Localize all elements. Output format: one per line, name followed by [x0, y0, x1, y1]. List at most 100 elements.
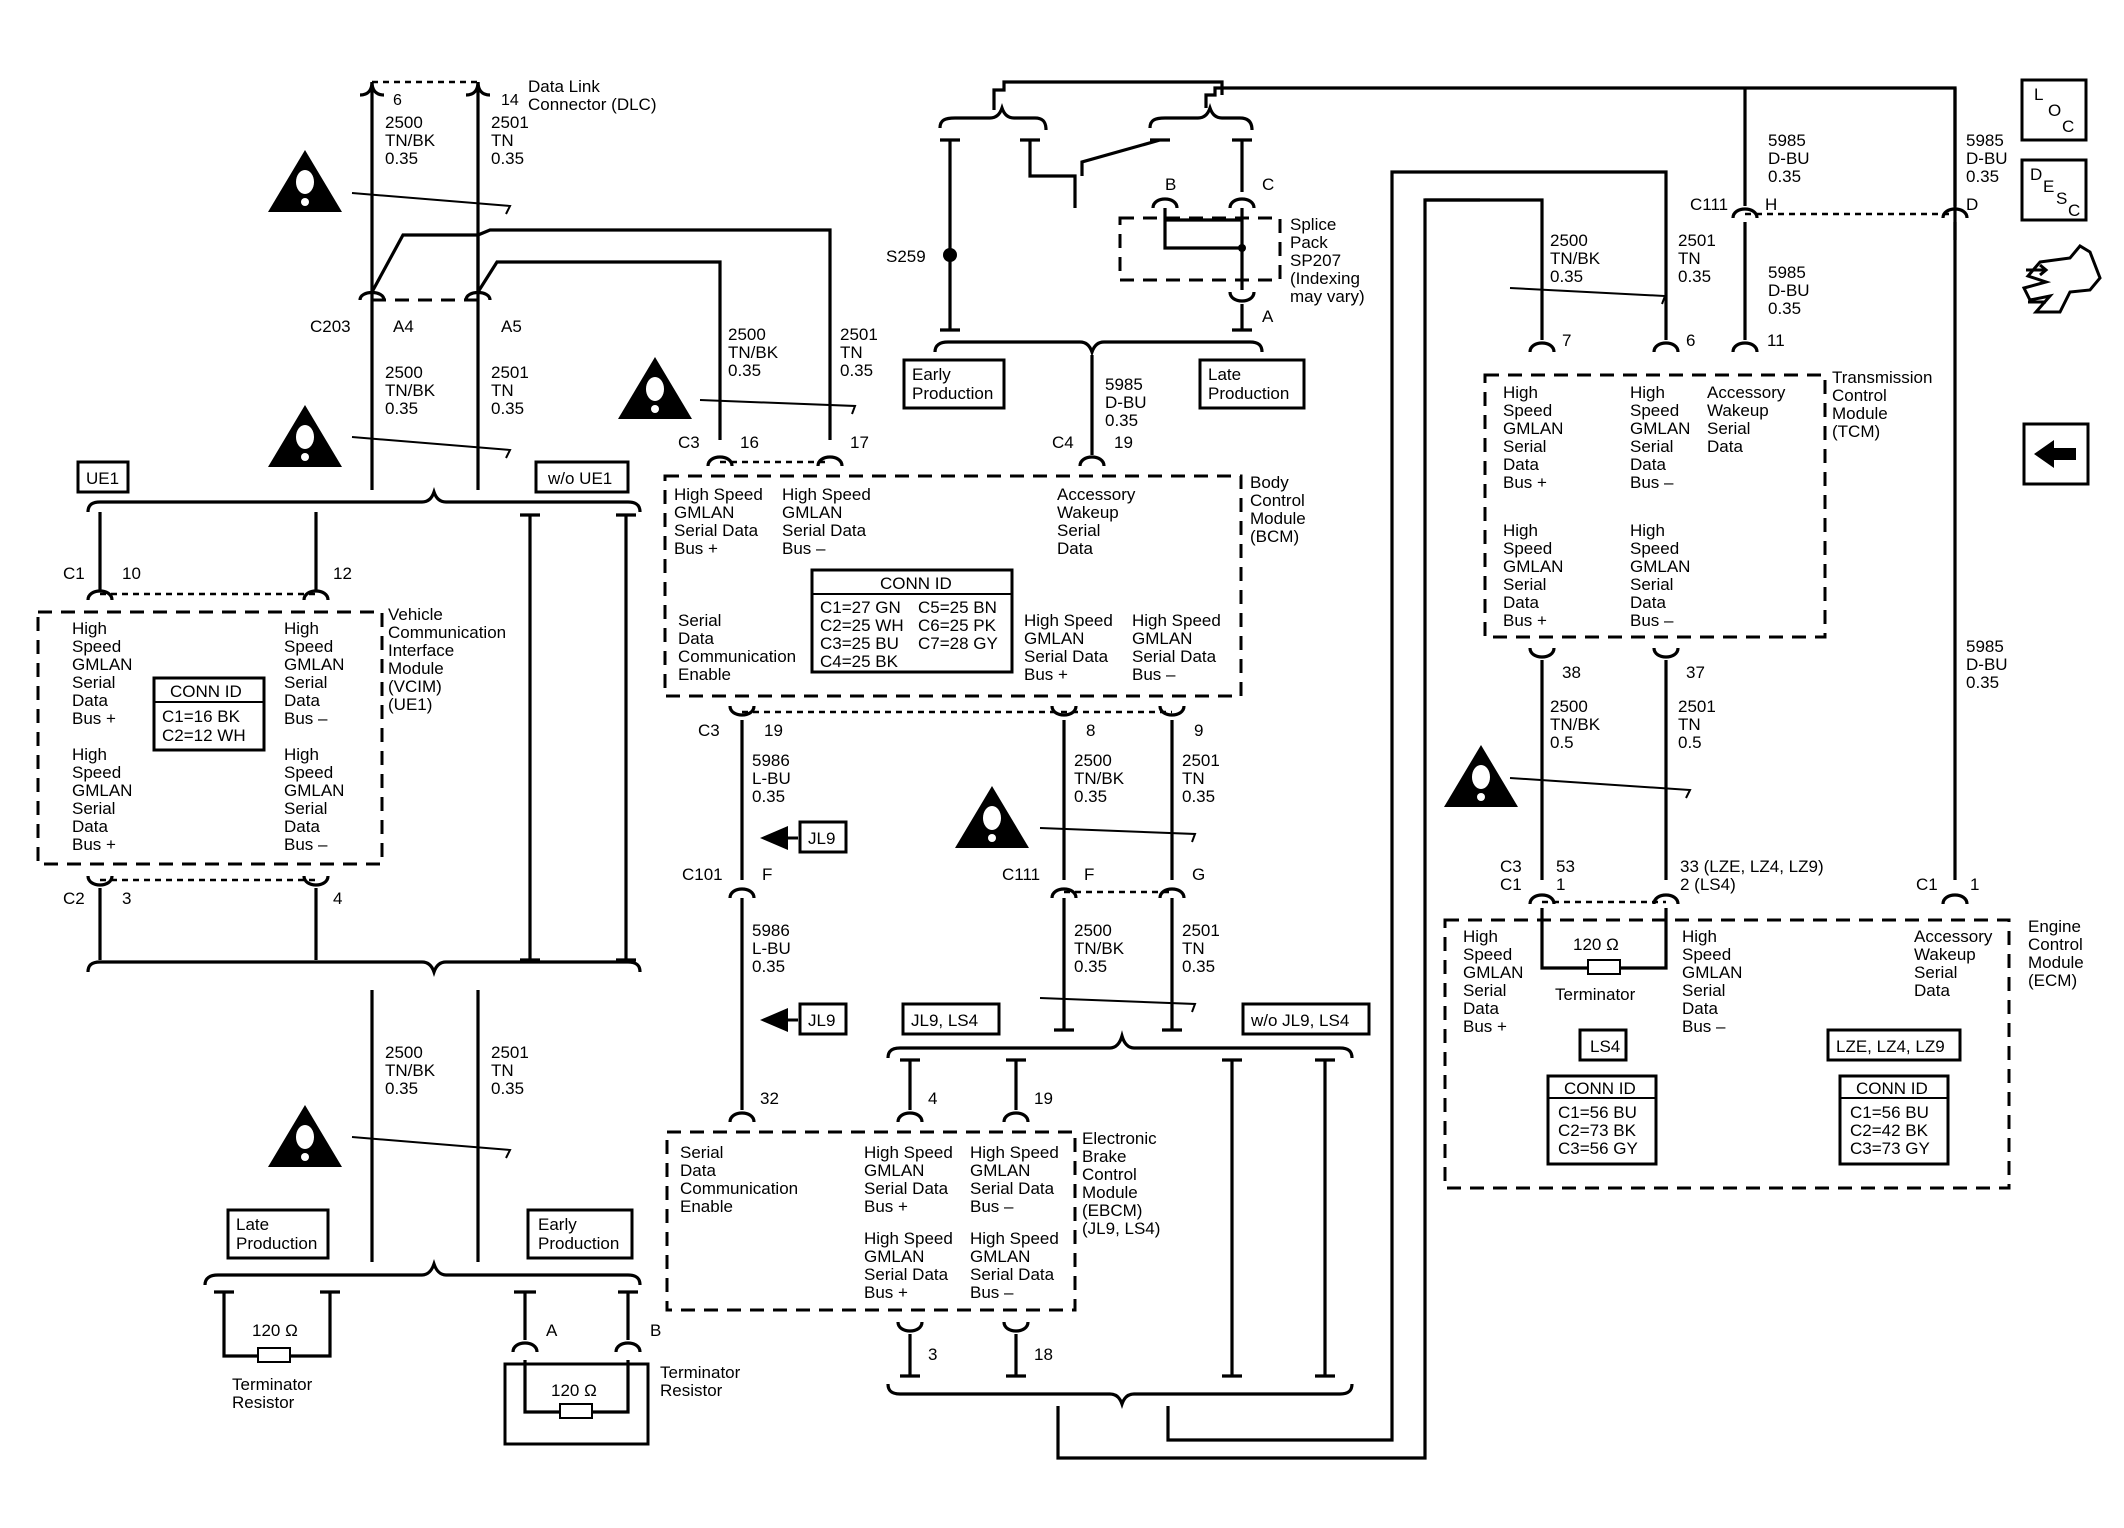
svg-text:Bus +: Bus + [1024, 665, 1068, 684]
svg-text:CONN ID: CONN ID [1564, 1079, 1636, 1098]
svg-text:Control: Control [1082, 1165, 1137, 1184]
caution-icon [268, 150, 342, 212]
ecm-conn-id-lze: CONN ID C1=56 BU C2=42 BK C3=73 GY [1838, 1074, 1950, 1166]
svg-text:5985: 5985 [1768, 131, 1806, 150]
svg-text:0.35: 0.35 [752, 957, 785, 976]
svg-text:TN: TN [491, 381, 514, 400]
svg-text:Communication: Communication [678, 647, 796, 666]
svg-text:C1: C1 [1500, 875, 1522, 894]
svg-text:2500: 2500 [1074, 751, 1112, 770]
svg-text:Serial: Serial [1914, 963, 1957, 982]
svg-text:Production: Production [236, 1234, 317, 1253]
svg-text:Bus +: Bus + [864, 1283, 908, 1302]
svg-text:Data: Data [1707, 437, 1743, 456]
c203-label: C203 [310, 317, 351, 336]
svg-text:0.35: 0.35 [385, 149, 418, 168]
svg-text:Control: Control [1832, 386, 1887, 405]
svg-text:D: D [1966, 195, 1978, 214]
svg-text:GMLAN: GMLAN [1503, 557, 1563, 576]
svg-text:Serial: Serial [284, 673, 327, 692]
svg-text:2501: 2501 [491, 1043, 529, 1062]
svg-text:Wakeup: Wakeup [1707, 401, 1769, 420]
description-view-button[interactable]: D E S C [2020, 158, 2088, 222]
svg-text:Bus +: Bus + [72, 835, 116, 854]
svg-text:5985: 5985 [1966, 131, 2004, 150]
svg-text:2501: 2501 [1678, 231, 1716, 250]
svg-text:C1=16 BK: C1=16 BK [162, 707, 241, 726]
svg-text:2501: 2501 [491, 113, 529, 132]
svg-text:Bus –: Bus – [970, 1197, 1014, 1216]
svg-text:High: High [1463, 927, 1498, 946]
svg-text:C3: C3 [678, 433, 700, 452]
svg-text:2500: 2500 [1074, 921, 1112, 940]
svg-text:Serial: Serial [72, 673, 115, 692]
svg-text:18: 18 [1034, 1345, 1053, 1364]
ebcm-title: Electronic Brake Control Module (EBCM) (… [1082, 1129, 1160, 1238]
connector-end-view-icon[interactable] [2021, 244, 2102, 314]
svg-text:Data: Data [1630, 593, 1666, 612]
svg-text:Speed: Speed [1503, 539, 1552, 558]
svg-text:GMLAN: GMLAN [72, 781, 132, 800]
location-view-button[interactable]: L O C [2020, 78, 2088, 142]
svg-text:C7=28 GY: C7=28 GY [918, 634, 998, 653]
svg-text:Serial Data: Serial Data [674, 521, 759, 540]
svg-text:9: 9 [1194, 721, 1203, 740]
svg-text:C4: C4 [1052, 433, 1074, 452]
svg-text:Control: Control [2028, 935, 2083, 954]
svg-text:Engine: Engine [2028, 917, 2081, 936]
svg-text:Serial: Serial [1630, 437, 1673, 456]
svg-text:Speed: Speed [1463, 945, 1512, 964]
serial-enable-circuit: 5986 L-BU 0.35 JL9 C101 F 5986 L-BU 0.35… [682, 720, 848, 1110]
svg-text:0.5: 0.5 [1550, 733, 1574, 752]
svg-text:8: 8 [1086, 721, 1095, 740]
svg-text:Data: Data [1630, 455, 1666, 474]
svg-text:2500: 2500 [1550, 231, 1588, 250]
svg-text:Enable: Enable [680, 1197, 733, 1216]
svg-text:0.35: 0.35 [491, 399, 524, 418]
svg-text:D-BU: D-BU [1768, 149, 1810, 168]
svg-text:(JL9, LS4): (JL9, LS4) [1082, 1219, 1160, 1238]
svg-text:C: C [1262, 175, 1274, 194]
svg-text:CONN ID: CONN ID [880, 574, 952, 593]
dlc-wire-label-2500: 2500 TN/BK 0.35 [385, 113, 436, 168]
svg-text:C101: C101 [682, 865, 723, 884]
svg-text:GMLAN: GMLAN [1630, 557, 1690, 576]
late-production-label: Late [236, 1215, 269, 1234]
svg-text:TN/BK: TN/BK [385, 381, 436, 400]
svg-text:Vehicle: Vehicle [388, 605, 443, 624]
tcm-title: Transmission Control Module (TCM) [1832, 368, 1932, 441]
svg-text:Bus –: Bus – [284, 709, 328, 728]
svg-text:Electronic: Electronic [1082, 1129, 1157, 1148]
svg-text:Data: Data [72, 817, 108, 836]
svg-text:C3=25 BU: C3=25 BU [820, 634, 899, 653]
svg-text:19: 19 [1114, 433, 1133, 452]
svg-text:0.35: 0.35 [1074, 957, 1107, 976]
svg-text:Serial: Serial [1463, 981, 1506, 1000]
dlc-wire-label-2501: 2501 TN 0.35 [491, 113, 529, 168]
svg-text:A: A [546, 1321, 558, 1340]
svg-text:5985: 5985 [1105, 375, 1143, 394]
svg-text:0.35: 0.35 [1966, 167, 1999, 186]
dlc-pin-14: 14 [501, 92, 519, 109]
svg-text:L-BU: L-BU [752, 939, 791, 958]
svg-text:Serial: Serial [1630, 575, 1673, 594]
ecm-terminator-label: Terminator [1555, 985, 1636, 1004]
svg-text:GMLAN: GMLAN [284, 655, 344, 674]
svg-text:Terminator: Terminator [232, 1375, 313, 1394]
svg-text:0.35: 0.35 [1768, 167, 1801, 186]
svg-text:Bus –: Bus – [782, 539, 826, 558]
wakeup-wire-ecm: 5985 D-BU 0.35 [1953, 222, 2008, 880]
svg-text:High Speed: High Speed [1024, 611, 1113, 630]
tcm-module: 2500 TN/BK 0.35 2501 TN 0.35 5985 D-BU 0… [1483, 88, 2008, 880]
vcim-module: C1 10 12 High Speed GMLAN Serial Data Bu… [36, 512, 506, 960]
svg-text:Accessory: Accessory [1914, 927, 1993, 946]
svg-text:Production: Production [912, 384, 993, 403]
svg-text:GMLAN: GMLAN [782, 503, 842, 522]
svg-text:TN: TN [1678, 249, 1701, 268]
svg-text:C111: C111 [1002, 865, 1040, 884]
back-arrow-button[interactable] [2022, 422, 2090, 486]
svg-text:(TCM): (TCM) [1832, 422, 1880, 441]
svg-text:High: High [72, 619, 107, 638]
svg-text:0.35: 0.35 [1105, 411, 1138, 430]
svg-text:0.35: 0.35 [1074, 787, 1107, 806]
